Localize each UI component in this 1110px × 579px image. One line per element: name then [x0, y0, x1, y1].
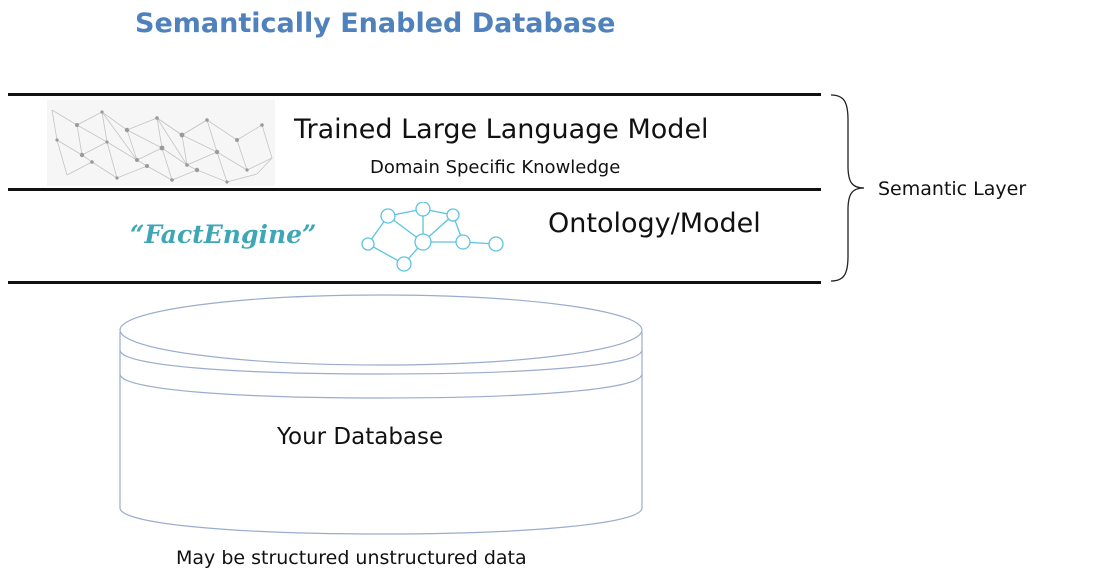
llm-layer-title: Trained Large Language Model [294, 114, 709, 145]
network-mesh-image [47, 100, 275, 186]
layer-top-line [8, 93, 821, 96]
layer-middle-line [8, 188, 821, 191]
semantic-layer-label: Semantic Layer [878, 178, 1027, 200]
diagram-title: Semantically Enabled Database [135, 8, 616, 39]
ontology-graph-icon [361, 202, 504, 272]
database-caption: May be structured unstructured data [176, 547, 527, 569]
curly-brace-icon [830, 94, 865, 282]
llm-layer-subtitle: Domain Specific Knowledge [370, 157, 621, 178]
factengine-logo: “FactEngine” [130, 220, 317, 249]
database-label: Your Database [277, 424, 444, 450]
database-cylinder-icon [119, 294, 643, 535]
ontology-layer-label: Ontology/Model [548, 208, 761, 239]
layer-bottom-line [8, 281, 821, 284]
